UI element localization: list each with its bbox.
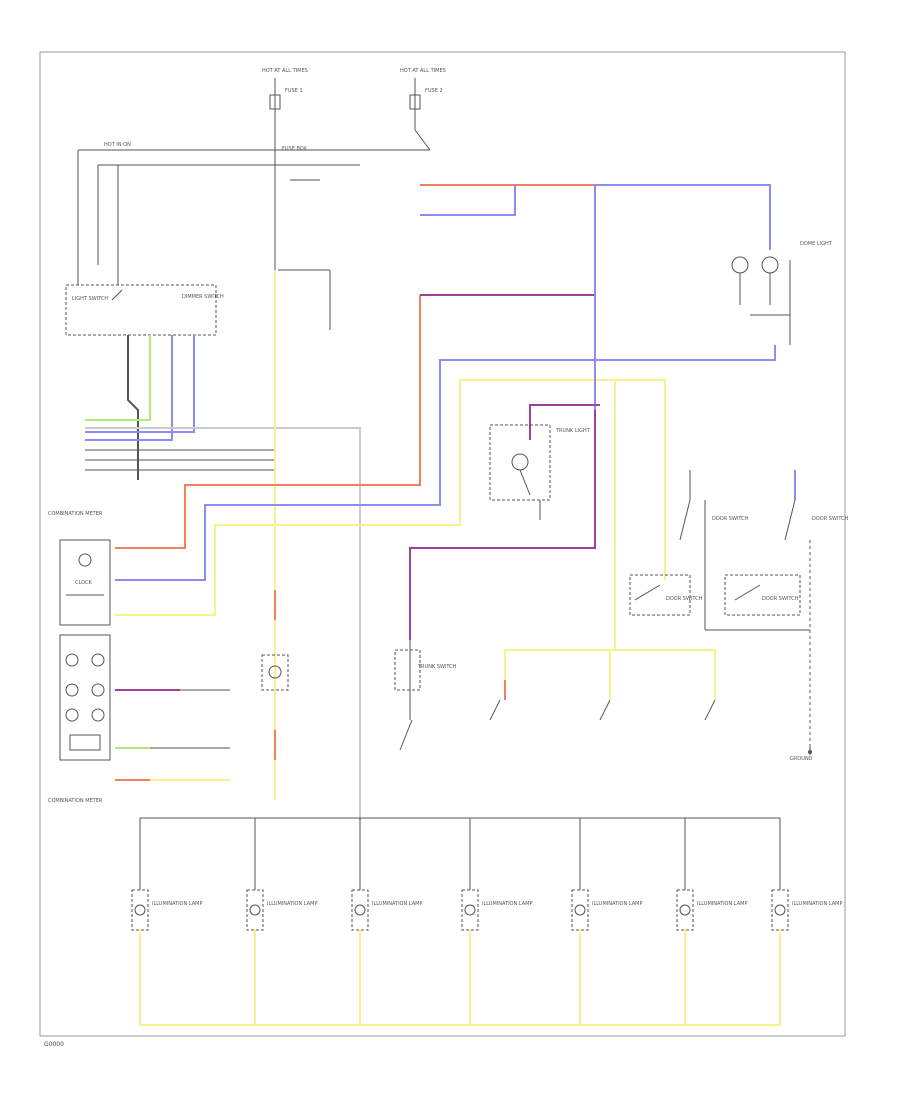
light-switch-label: LIGHT SWITCH: [72, 296, 108, 302]
illumination-lamp-label: ILLUMINATION LAMP: [592, 901, 642, 907]
trunk-switch-label: TRUNK SWITCH: [417, 664, 457, 670]
trunk-light-label: TRUNK LIGHT: [555, 428, 591, 434]
fuse-area: HOT AT ALL TIMES HOT AT ALL TIMES FUSE 1…: [77, 68, 446, 270]
fuse-box-label: FUSE BOX: [282, 146, 307, 152]
trunk-light-block: TRUNK LIGHT: [489, 424, 591, 520]
door-switch-label-1: DOOR SWITCH: [712, 516, 749, 522]
dome-trunk-lamps: DOME LIGHT: [731, 241, 833, 345]
door-switches: DOOR SWITCH DOOR SWITCH DOOR SWITCH DOOR…: [629, 470, 849, 745]
ground-label: GROUND: [790, 756, 813, 762]
door-switch-label-4: DOOR SWITCH: [762, 596, 799, 602]
fuse2-value: FUSE 2: [425, 88, 443, 94]
dimmer-switch-label: DIMMER SWITCH: [182, 294, 224, 300]
fuse2-label: HOT AT ALL TIMES: [400, 68, 446, 74]
dome-light-label: DOME LIGHT: [800, 241, 833, 247]
combination-meter-block: COMBINATION METER COMBINATION METER CLOC…: [48, 511, 111, 804]
illumination-lamp-5: ILLUMINATION LAMP: [571, 818, 642, 1025]
comb-meter-label: COMBINATION METER: [48, 798, 103, 804]
illumination-lamp-label: ILLUMINATION LAMP: [152, 901, 202, 907]
illumination-lamp-3: ILLUMINATION LAMP: [351, 818, 422, 1025]
fuse1-label: HOT AT ALL TIMES: [262, 68, 308, 74]
illumination-lamp-4: ILLUMINATION LAMP: [461, 818, 532, 1025]
door-switch-label-2: DOOR SWITCH: [812, 516, 849, 522]
illumination-lamp-label: ILLUMINATION LAMP: [697, 901, 747, 907]
illumination-lamp-6: ILLUMINATION LAMP: [676, 818, 747, 1025]
illumination-lamp-label: ILLUMINATION LAMP: [267, 901, 317, 907]
illumination-lamp-label: ILLUMINATION LAMP: [792, 901, 842, 907]
illumination-lamp-1: ILLUMINATION LAMP: [131, 818, 202, 1025]
diagram-frame: [39, 51, 846, 1037]
illumination-lamp-label: ILLUMINATION LAMP: [372, 901, 422, 907]
mid-switches: TRUNK SWITCH GROUND: [394, 640, 813, 762]
bottom-lamps: ILLUMINATION LAMP ILLUMINATION LAMP ILLUMI…: [131, 818, 842, 1025]
light-switch-block: LIGHT SWITCH DIMMER SWITCH: [65, 265, 331, 336]
page-code: G0000: [44, 1041, 64, 1048]
illumination-lamp-label: ILLUMINATION LAMP: [482, 901, 532, 907]
fuse1-value: FUSE 1: [285, 88, 303, 94]
clock-label: CLOCK: [75, 580, 93, 586]
hot-in-on-label: HOT IN ON: [104, 142, 131, 148]
illumination-lamp-2: ILLUMINATION LAMP: [246, 818, 317, 1025]
door-switch-label-3: DOOR SWITCH: [666, 596, 703, 602]
illumination-lamp-7: ILLUMINATION LAMP: [771, 818, 842, 1025]
comb-meter-upper-label: COMBINATION METER: [48, 511, 103, 517]
